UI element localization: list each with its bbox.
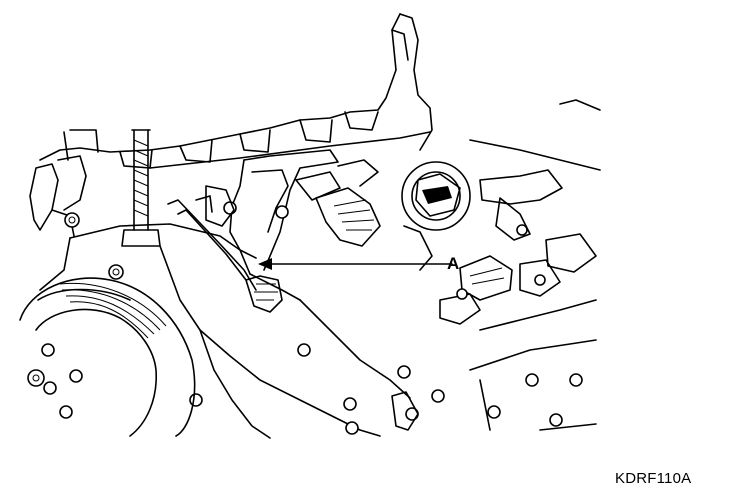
front-cover [39, 223, 419, 439]
callout-arrowhead [258, 258, 272, 270]
throttle-body [401, 161, 471, 271]
right-head [439, 99, 601, 431]
upper-intake-outline [39, 13, 433, 169]
figure-code: KDRF110A [615, 470, 692, 487]
stud-bolt [121, 129, 161, 247]
left-block [29, 155, 87, 237]
sensor-bracket [195, 149, 339, 271]
crank-pulley [19, 277, 196, 437]
lower-bracket [391, 389, 445, 431]
wiring-harness [167, 199, 283, 313]
connector [295, 159, 381, 247]
callout-label-a: A [447, 254, 460, 273]
